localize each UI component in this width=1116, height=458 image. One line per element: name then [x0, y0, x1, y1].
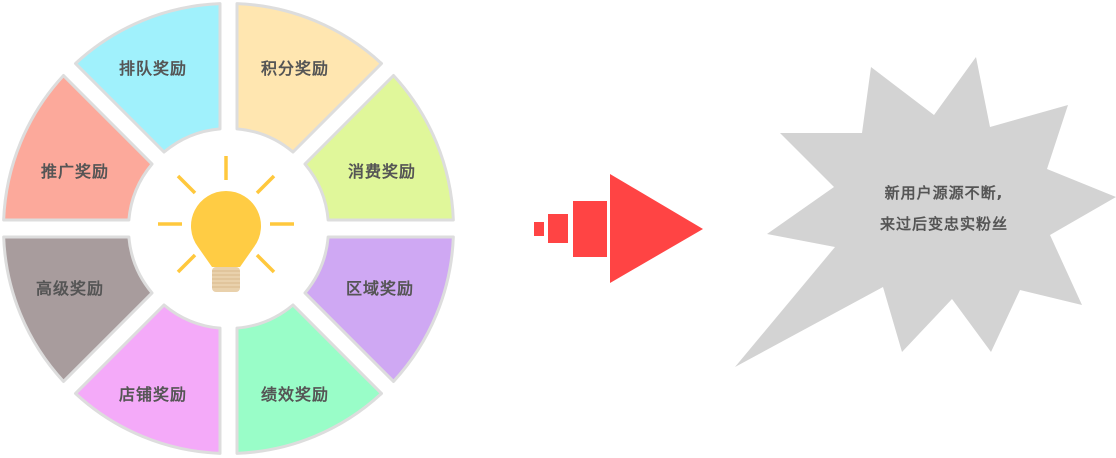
segment-label-performance: 绩效奖励 — [260, 385, 330, 404]
segment-region — [303, 235, 455, 383]
segment-queue — [74, 2, 222, 154]
segment-label-store: 店铺奖励 — [118, 385, 188, 404]
segment-performance — [235, 303, 383, 455]
segment-consumption — [303, 74, 455, 222]
burst-text-line-1: 新用户源源不断, — [884, 184, 1004, 202]
arrow-right-icon — [534, 174, 703, 283]
burst-text-line-2: 来过后变忠实粉丝 — [879, 215, 1009, 233]
segment-advanced — [2, 235, 154, 383]
segment-store — [74, 303, 222, 455]
starburst-shape — [735, 57, 1116, 367]
segment-points — [235, 2, 383, 154]
segment-label-consumption: 消费奖励 — [347, 162, 417, 181]
segment-label-region: 区域奖励 — [345, 279, 415, 298]
segment-promotion — [2, 74, 154, 222]
segment-label-points: 积分奖励 — [260, 59, 330, 78]
lightbulb-icon — [158, 156, 294, 292]
segment-label-advanced: 高级奖励 — [35, 279, 105, 298]
segment-label-promotion: 推广奖励 — [40, 162, 110, 181]
reward-ring — [2, 2, 455, 455]
segment-label-queue: 排队奖励 — [118, 59, 188, 78]
